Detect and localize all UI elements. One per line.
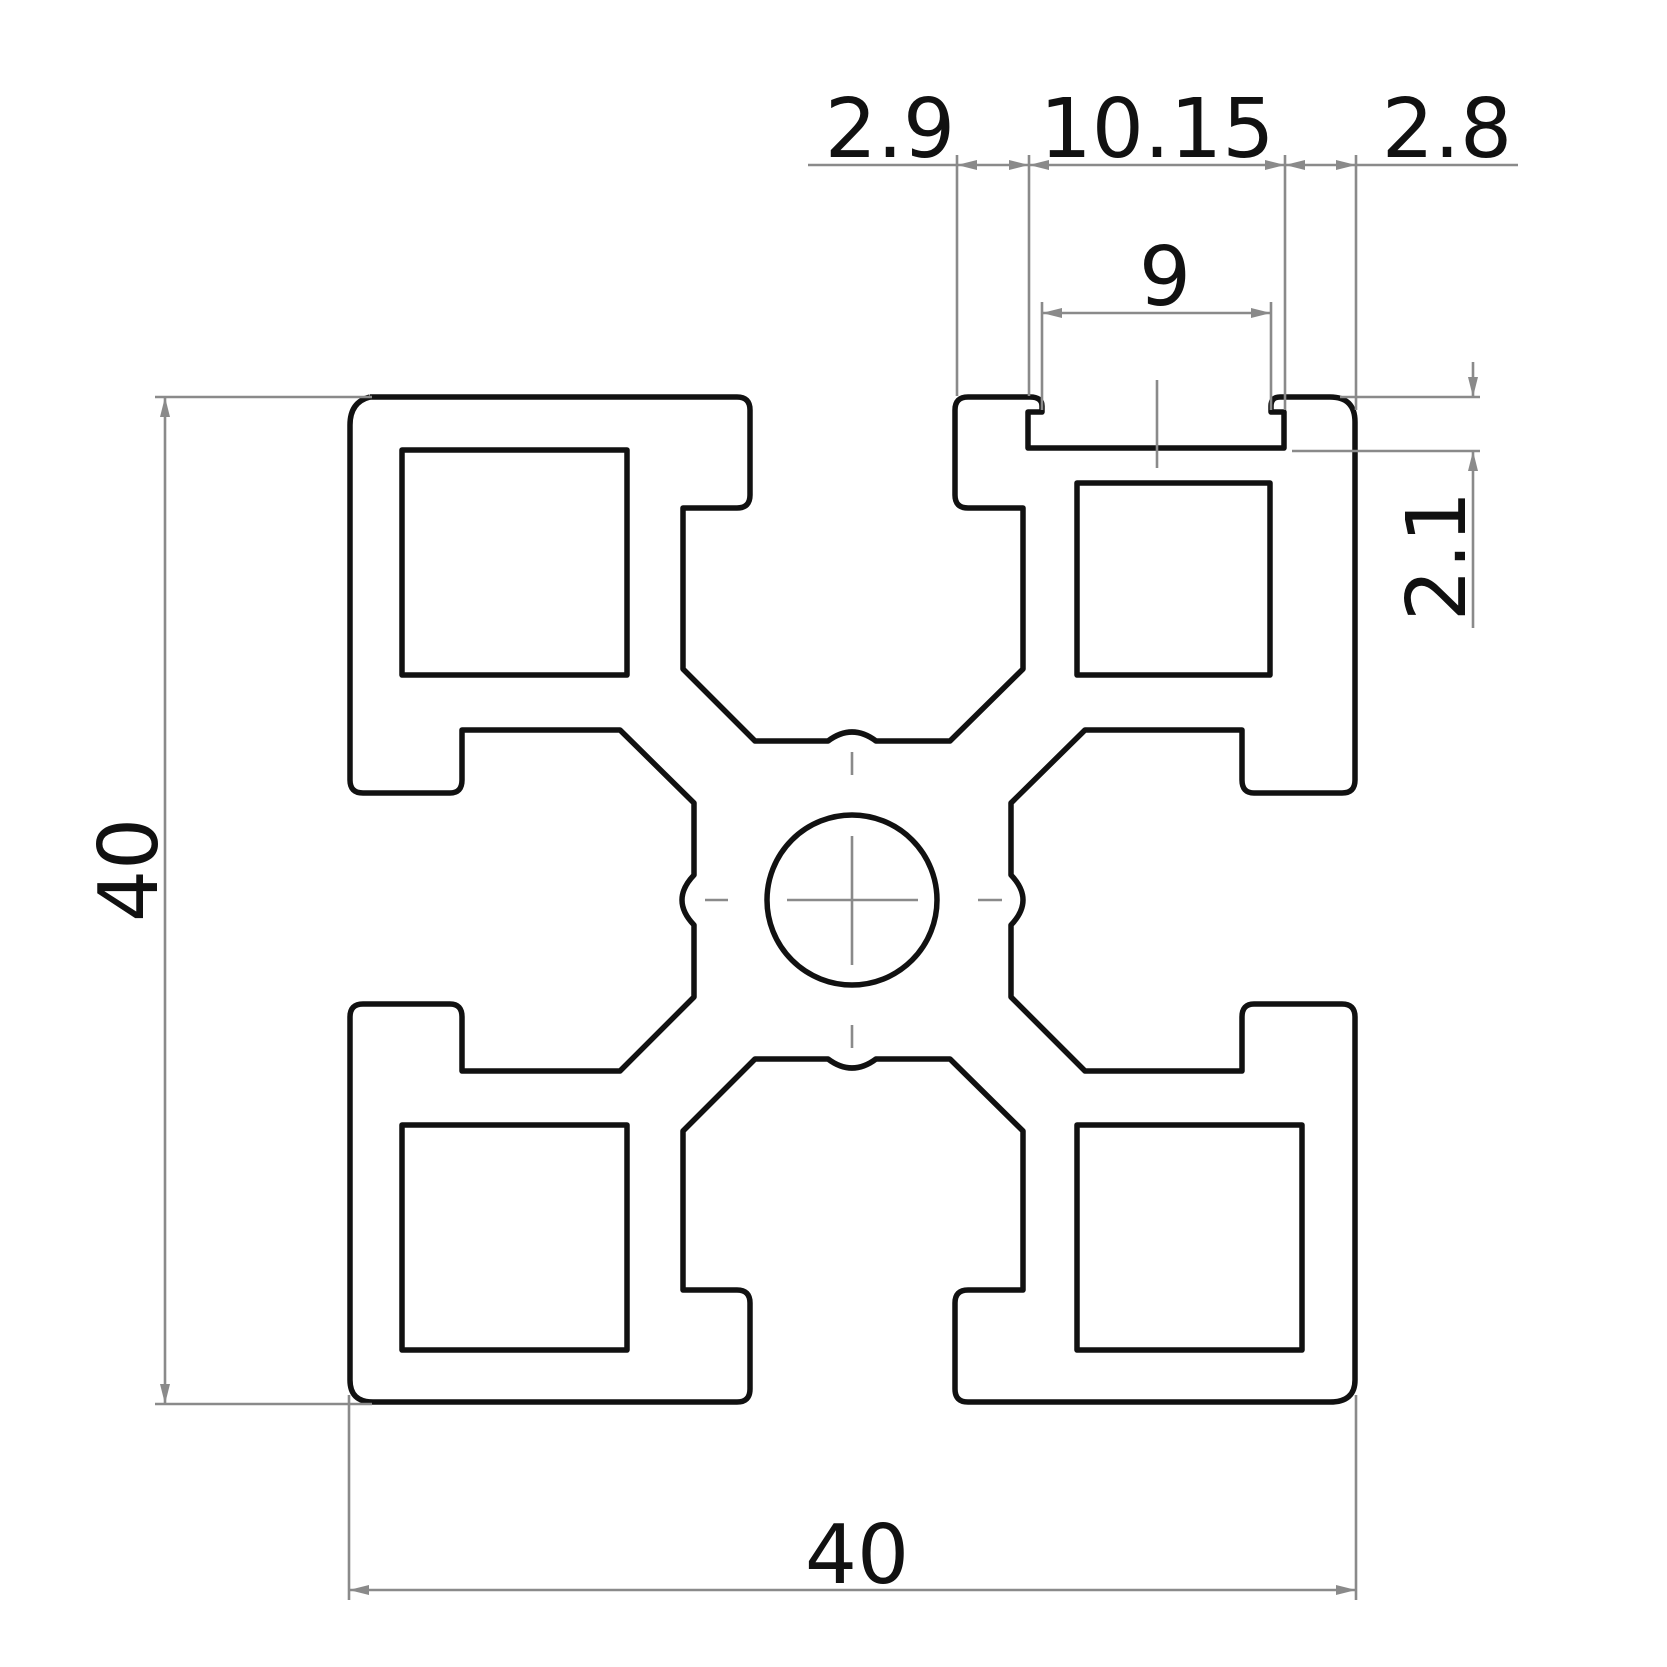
profile-top-left-lobe	[370, 394, 1030, 744]
dim-slot-opening: 9	[1139, 230, 1191, 325]
dim-slot-outer-width: 10.15	[1040, 82, 1275, 177]
dimension-labels: 2.9 10.15 2.8 9 2.1 40 40	[82, 82, 1512, 1603]
dim-slot-edge-left: 2.9	[825, 82, 955, 177]
dimension-lines	[155, 155, 1518, 1600]
dim-lip-thickness: 2.1	[1390, 491, 1485, 621]
cavity-bottom-right	[1074, 1122, 1305, 1353]
dimension-arrows	[160, 160, 1478, 1595]
profile-left-edge-top	[347, 394, 1358, 1405]
profile-outline	[347, 394, 1358, 1405]
dim-overall-width: 40	[805, 1508, 909, 1603]
dim-slot-edge-right: 2.8	[1382, 82, 1512, 177]
centerlines	[705, 380, 1159, 1048]
center-bore	[764, 812, 940, 988]
cavity-top-right	[1074, 480, 1273, 678]
cavity-bottom-left	[399, 1122, 630, 1353]
dim-overall-height: 40	[82, 818, 177, 922]
cavity-top-left	[399, 447, 630, 678]
